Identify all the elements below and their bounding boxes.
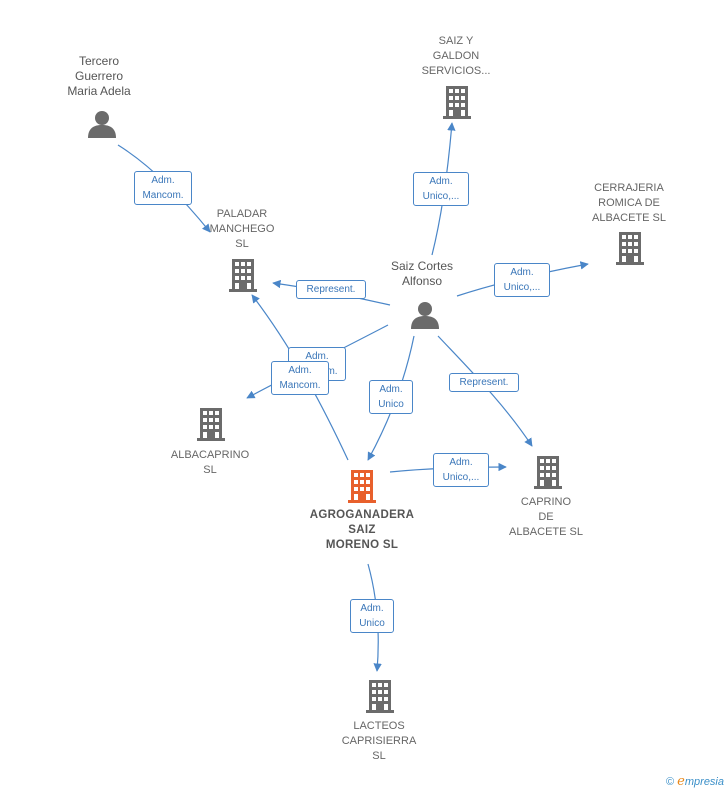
person-icon-saiz-cortes[interactable] (411, 302, 439, 329)
label-cerrajeria[interactable]: CERRAJERIA ROMICA DE ALBACETE SL (592, 182, 666, 224)
building-icon-agroganadera[interactable] (348, 470, 376, 503)
brand-initial: e (677, 774, 685, 789)
label-tercero[interactable]: Tercero Guerrero Maria Adela (67, 54, 131, 98)
edge-label-saiz-caprino[interactable]: Represent. (449, 373, 519, 392)
edge-label-agro-caprino[interactable]: Adm. Unico,... (433, 453, 489, 487)
copyright-symbol: © (666, 776, 675, 788)
building-icon-lacteos[interactable] (366, 680, 394, 713)
edge-label-agro-paladar[interactable]: Adm. Mancom. (271, 361, 329, 395)
edge-label-saiz-saizgaldon[interactable]: Adm. Unico,... (413, 172, 469, 206)
edges (117, 122, 589, 672)
edge-label-saiz-agro[interactable]: Adm. Unico (369, 380, 413, 414)
label-caprino[interactable]: CAPRINO DE ALBACETE SL (509, 496, 583, 538)
building-icon-saiz-galdon[interactable] (443, 86, 471, 119)
edge-label-tercero-paladar[interactable]: Adm. Mancom. (134, 171, 192, 205)
person-icon-tercero[interactable] (88, 111, 116, 138)
building-icon-paladar[interactable] (229, 259, 257, 292)
empresia-watermark: © empresia (666, 774, 724, 789)
building-icon-albacaprino[interactable] (197, 408, 225, 441)
label-albacaprino[interactable]: ALBACAPRINO SL (170, 449, 250, 476)
brand-name: mpresia (684, 776, 724, 788)
label-agroganadera[interactable]: AGROGANADERA SAIZ MORENO SL (309, 509, 415, 551)
label-saiz-galdon[interactable]: SAIZ Y GALDON SERVICIOS... (421, 35, 491, 77)
edge-label-saiz-cerrajeria[interactable]: Adm. Unico,... (494, 263, 550, 297)
building-icon-caprino[interactable] (534, 456, 562, 489)
label-saiz-cortes[interactable]: Saiz Cortes Alfonso (390, 259, 454, 288)
edge-label-agro-lacteos[interactable]: Adm. Unico (350, 599, 394, 633)
label-paladar[interactable]: PALADAR MANCHEGO SL (209, 208, 275, 250)
edge-label-saiz-paladar[interactable]: Represent. (296, 280, 366, 299)
label-lacteos[interactable]: LACTEOS CAPRISIERRA SL (341, 720, 417, 762)
building-icon-cerrajeria[interactable] (616, 232, 644, 265)
